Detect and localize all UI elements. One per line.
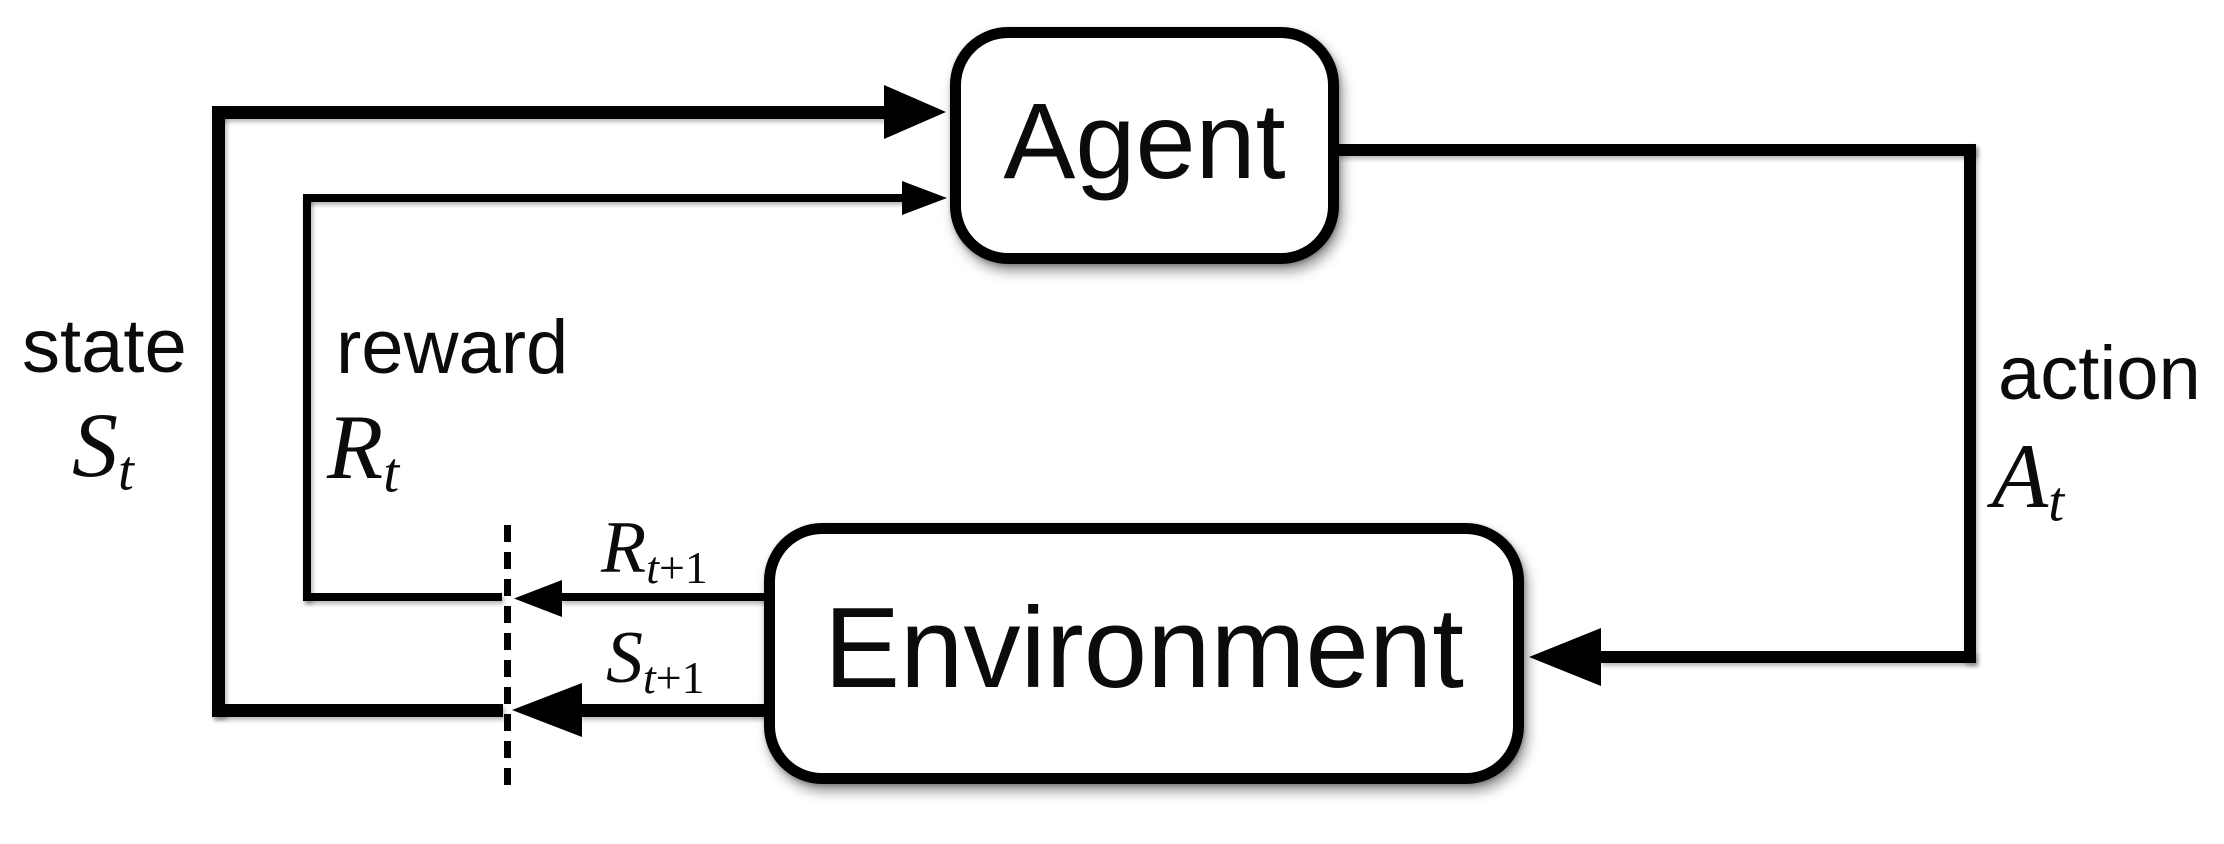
state-next-subscript: t+1 — [643, 652, 705, 703]
action-arrowhead-into-environment — [1529, 628, 1601, 686]
reward-arrowhead-at-boundary — [514, 580, 562, 617]
reward-line-top — [303, 194, 904, 202]
reward-line-left — [303, 194, 311, 601]
action-symbol-at: At — [1992, 430, 2064, 531]
state-arrowhead-into-agent — [884, 85, 946, 139]
environment-label: Environment — [824, 584, 1464, 712]
state-line-bottom-right — [580, 704, 766, 717]
state-line-bottom-left — [212, 704, 503, 717]
reward-symbol-base: R — [327, 396, 384, 498]
state-next-subscript-var: t — [643, 652, 656, 703]
state-next-subscript-offset: +1 — [655, 652, 705, 703]
reward-symbol-rt: Rt — [327, 401, 399, 502]
state-next-base: S — [606, 617, 643, 699]
action-line-top — [1337, 144, 1976, 156]
action-word-label: action — [1998, 331, 2201, 416]
reward-next-symbol-rt1: Rt+1 — [601, 511, 708, 591]
state-symbol-base: S — [72, 394, 118, 496]
reward-next-subscript: t+1 — [646, 542, 708, 593]
state-arrowhead-at-boundary — [512, 683, 582, 737]
action-line-right — [1964, 144, 1976, 663]
action-symbol-subscript: t — [2048, 470, 2065, 534]
reward-line-bottom-right — [560, 593, 766, 601]
state-symbol-subscript: t — [118, 439, 134, 503]
action-line-bottom — [1600, 651, 1976, 663]
agent-label: Agent — [1003, 79, 1286, 201]
agent-node: Agent — [950, 27, 1339, 264]
state-word-label: state — [22, 304, 187, 389]
reward-line-bottom-left — [303, 593, 502, 601]
state-line-left — [212, 106, 225, 717]
time-step-boundary-dashed-line — [504, 525, 511, 785]
state-line-top — [212, 106, 886, 119]
action-symbol-base: A — [1992, 425, 2049, 527]
environment-node: Environment — [764, 523, 1524, 784]
reward-next-subscript-var: t — [646, 542, 659, 593]
reward-word-label: reward — [336, 305, 569, 390]
state-symbol-st: St — [72, 399, 134, 500]
reward-arrowhead-into-agent — [902, 181, 947, 215]
state-next-symbol-st1: St+1 — [606, 621, 705, 701]
reward-next-subscript-offset: +1 — [658, 542, 708, 593]
reward-next-base: R — [601, 507, 647, 589]
reward-symbol-subscript: t — [383, 441, 400, 505]
